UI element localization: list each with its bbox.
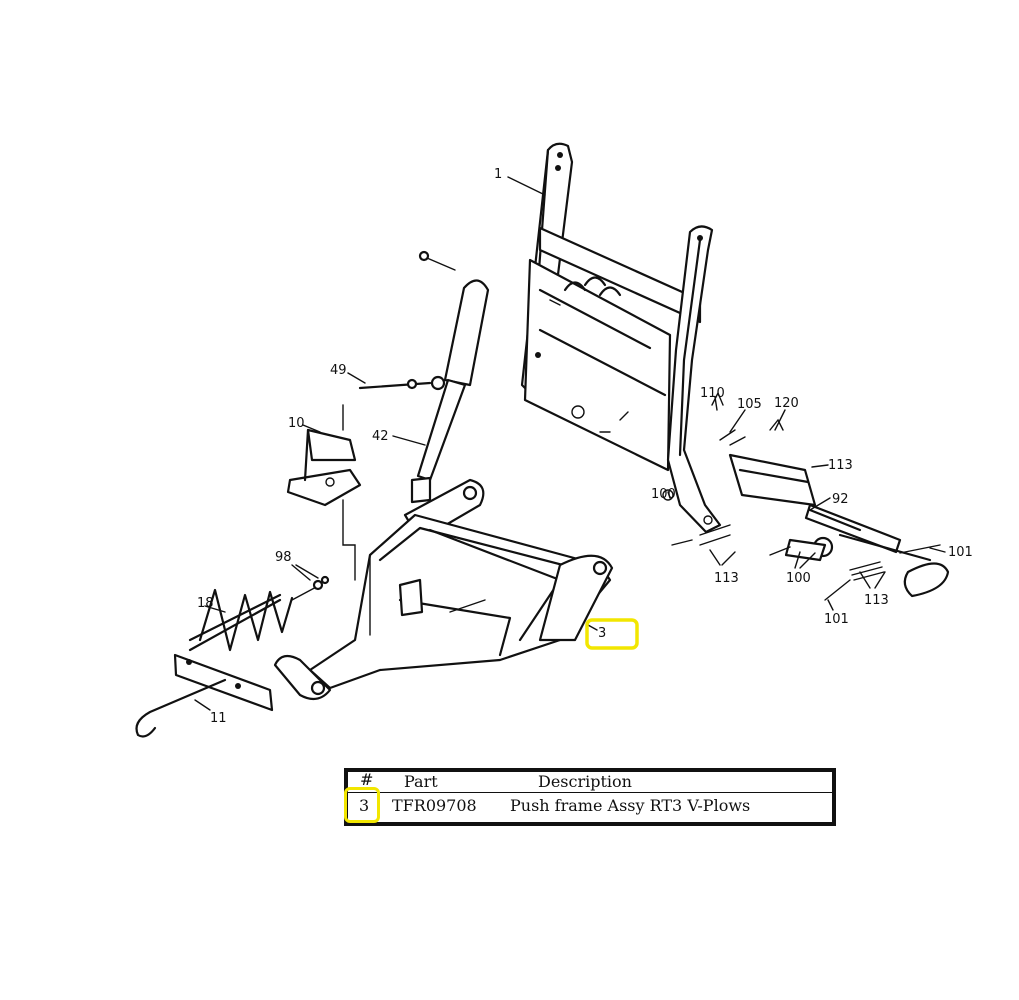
callout-10: 10 bbox=[288, 416, 305, 431]
callout-42: 42 bbox=[372, 429, 389, 444]
leader-lines bbox=[194, 176, 946, 711]
hook-bar-part-11 bbox=[135, 653, 274, 738]
hinge-pin-assembly bbox=[662, 391, 950, 601]
callout-113-top: 113 bbox=[828, 458, 853, 473]
callout-110: 110 bbox=[700, 386, 725, 401]
row-description: Push frame Assy RT3 V-Plows bbox=[510, 796, 751, 815]
callout-100-bottom: 100 bbox=[786, 571, 811, 586]
row-number-highlight bbox=[344, 787, 380, 823]
callout-105: 105 bbox=[737, 397, 762, 412]
parts-table-row: 3 TFR09708 Push frame Assy RT3 V-Plows bbox=[348, 794, 832, 820]
row-part: TFR09708 bbox=[392, 796, 477, 815]
callout-18: 18 bbox=[197, 596, 214, 611]
parts-table-header: # Part Description bbox=[348, 770, 832, 793]
header-part: Part bbox=[404, 772, 438, 791]
mount-frame-part-1 bbox=[520, 142, 722, 534]
callout-1: 1 bbox=[494, 167, 502, 182]
callout-3: 3 bbox=[598, 626, 606, 641]
parts-table: # Part Description 3 TFR09708 Push frame… bbox=[344, 768, 836, 826]
callout-3-highlight bbox=[585, 618, 639, 650]
callout-101-bottom: 101 bbox=[824, 612, 849, 627]
bracket-part-10 bbox=[286, 404, 362, 581]
callout-11: 11 bbox=[210, 711, 227, 726]
row-number: 3 bbox=[359, 796, 370, 815]
callout-92: 92 bbox=[832, 492, 849, 507]
header-number: # bbox=[360, 770, 374, 789]
callout-49: 49 bbox=[330, 363, 347, 378]
spring-part-18 bbox=[188, 575, 330, 652]
hydraulic-cylinder-part-42 bbox=[358, 250, 490, 504]
callout-98: 98 bbox=[275, 550, 292, 565]
callout-labels: 1 49 42 10 98 18 11 3 110 105 120 113 92… bbox=[197, 167, 973, 726]
header-description: Description bbox=[538, 772, 632, 791]
callout-101-right: 101 bbox=[948, 545, 973, 560]
callout-113-left: 113 bbox=[714, 571, 739, 586]
callout-120: 120 bbox=[774, 396, 799, 411]
callout-100-left: 100 bbox=[651, 487, 676, 502]
callout-113-right: 113 bbox=[864, 593, 889, 608]
push-frame-part-3 bbox=[273, 478, 614, 701]
